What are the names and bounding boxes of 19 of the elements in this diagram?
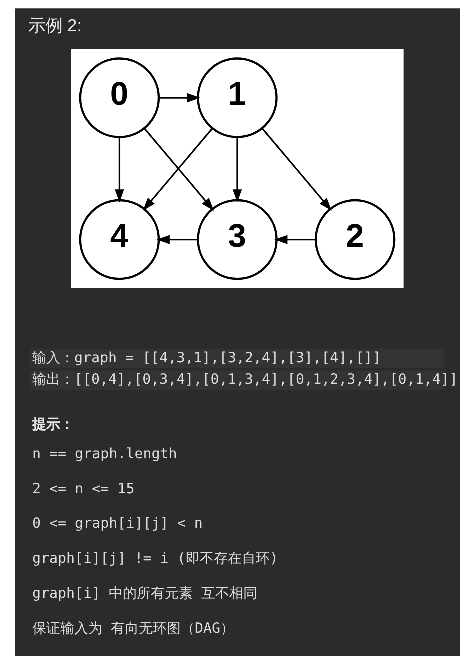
arrow (274, 235, 316, 244)
arrow (158, 93, 200, 103)
label: n == graph.length (32, 446, 177, 462)
label: 提示： (32, 416, 74, 433)
label: 2 <= n <= 15 (32, 481, 134, 498)
node-circle: 0 (78, 58, 160, 138)
label: 输出：[[0,4],[0,3,4],[0,1,3,4],[0,1,2,3,4],[0,1,4]] (32, 372, 458, 388)
arrow (114, 138, 124, 203)
label: 0 <= graph[i][j] < n (32, 516, 202, 532)
diagram-title: 示例 2: (28, 15, 82, 36)
label: 保证输入为 有向无环图（DAG） (32, 620, 234, 637)
label: graph[i][j] != i (即不存在自环) (32, 551, 278, 568)
label: 输入：graph = [[4,3,1],[3,2,4],[3],[4],[]] (32, 350, 381, 366)
cluster (70, 49, 404, 288)
arrow (232, 138, 242, 203)
node-circle: 1 (196, 58, 278, 138)
arrow (156, 235, 198, 244)
arrow (261, 128, 332, 212)
label: graph[i] 中的所有元素 互不相同 (32, 586, 258, 602)
